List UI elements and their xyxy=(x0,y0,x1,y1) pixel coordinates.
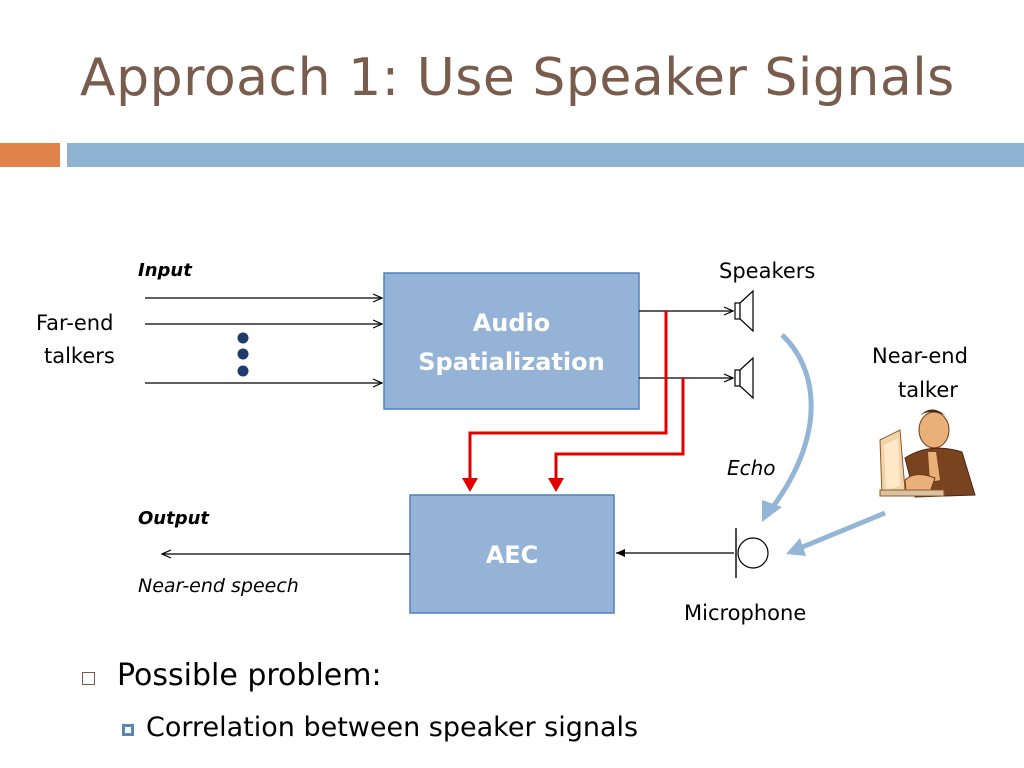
bullet-level1-text: Possible problem: xyxy=(117,658,382,693)
near-end-talker-label-line2: talker xyxy=(898,378,958,402)
echo-label: Echo xyxy=(727,456,776,480)
speakers-label: Speakers xyxy=(719,259,816,283)
audio-spatialization-label-line1: Audio xyxy=(472,309,551,337)
speaker-top-icon xyxy=(734,289,754,333)
input-arrows xyxy=(145,298,382,383)
talker-to-mic-arrow xyxy=(786,510,886,556)
bullet-possible-problem: Possible problem: xyxy=(82,658,382,693)
bullet-level2-text: Correlation between speaker signals xyxy=(146,712,639,743)
title-accent-bar-blue xyxy=(67,143,1024,167)
bullet-correlation: Correlation between speaker signals xyxy=(122,712,638,743)
near-end-talker-label-line1: Near-end xyxy=(872,344,968,368)
title-accent-bar-orange xyxy=(0,143,60,167)
aec-label: AEC xyxy=(485,541,539,569)
near-end-speech-label: Near-end speech xyxy=(138,575,299,597)
microphone-label: Microphone xyxy=(684,601,807,625)
input-label: Input xyxy=(138,260,192,281)
echo-arrow xyxy=(762,333,814,522)
audio-spatialization-box xyxy=(383,272,640,410)
far-end-label-line1: Far-end xyxy=(36,311,114,335)
speaker-feed-arrows xyxy=(639,311,733,378)
far-end-label-line2: talkers xyxy=(44,344,115,368)
slide-title: Approach 1: Use Speaker Signals xyxy=(80,48,955,108)
more-talkers-dots xyxy=(237,332,249,377)
aec-box xyxy=(409,494,615,614)
output-label: Output xyxy=(138,508,210,529)
audio-spatialization-label-line2: Spatialization xyxy=(418,348,605,376)
reference-signal-arrows xyxy=(462,311,685,492)
speaker-bottom-icon xyxy=(734,356,754,400)
microphone-icon xyxy=(735,528,769,578)
near-end-talker-clipart xyxy=(879,409,976,498)
filled-square-bullet-icon xyxy=(122,723,134,736)
hollow-square-bullet-icon xyxy=(82,672,95,685)
